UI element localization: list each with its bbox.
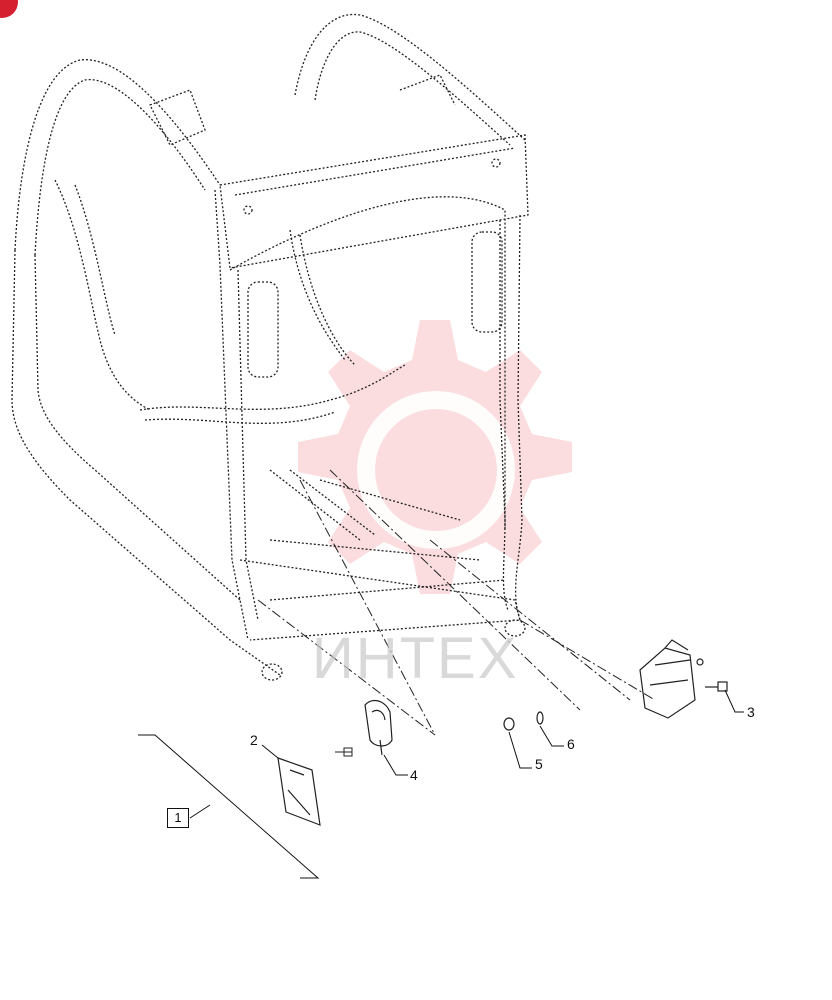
cab-frame-outline [11,13,529,681]
part-2-decal [277,757,321,826]
watermark-gear-icon [298,320,572,594]
corner-badge-icon [0,0,18,18]
part-4-latch [364,699,393,756]
callout-3: 3 [747,704,755,720]
part-6-washer [536,711,544,725]
callout-6: 6 [567,736,575,752]
callout-5: 5 [535,756,543,772]
callout-4: 4 [410,767,418,783]
part-3-bracket [639,639,704,719]
assembly-leader-lines [257,469,656,736]
watermark-text: ИНТЕХ [312,626,519,691]
watermark-rings-icon [357,391,515,549]
part-3-bolt [705,681,728,692]
part-5-nut [503,717,515,731]
part-4-screw [335,747,353,757]
callout-2: 2 [250,732,258,748]
callout-1: 1 [167,808,189,828]
callout-leaders [138,689,744,879]
